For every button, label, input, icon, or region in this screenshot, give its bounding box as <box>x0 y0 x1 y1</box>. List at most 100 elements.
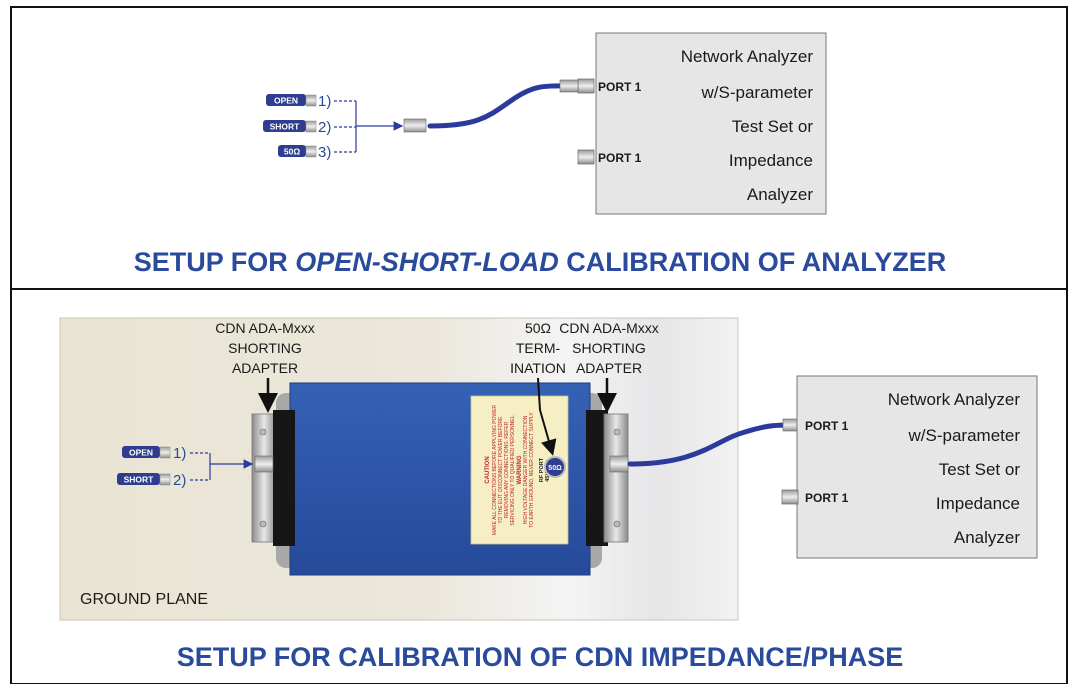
bottom-port-2: PORT 1 <box>781 489 849 505</box>
bottom-port-2-label: PORT 1 <box>805 491 849 505</box>
bottom-standard-2-connector-icon <box>159 473 171 486</box>
termination-label-line-3: INATION <box>510 360 566 376</box>
top-cable-plug-left-icon <box>403 118 427 133</box>
top-bracket <box>334 100 404 153</box>
bottom-standard-2-tag-text: SHORT <box>124 475 155 485</box>
top-analyzer-line-4: Impedance <box>729 151 813 170</box>
bottom-cable <box>627 422 800 467</box>
top-cable <box>427 83 578 129</box>
top-standard-3-tag <box>278 145 306 157</box>
top-standard-1-tag <box>266 94 306 106</box>
bottom-analyzer-box <box>796 375 1038 559</box>
top-standard-2: SHORT 2) <box>263 119 331 136</box>
top-cable-plug-right-icon <box>559 79 579 93</box>
bottom-panel: GROUND PLANE CAUTION MAKE ALL CONNECTION… <box>59 317 1038 672</box>
bottom-bracket <box>190 452 254 481</box>
top-standard-2-connector-icon <box>305 120 317 133</box>
termination-badge-text: 50Ω <box>548 465 562 472</box>
right-adapter-screw-bottom-icon <box>613 520 621 528</box>
top-analyzer-box <box>595 32 827 215</box>
top-standard-3-tag-text: 50Ω <box>284 147 300 157</box>
right-adapter-label-line-3: ADAPTER <box>576 360 642 376</box>
left-adapter-label: CDN ADA-Mxxx SHORTING ADAPTER <box>215 320 315 376</box>
top-analyzer-text: Network Analyzer w/S-parameter Test Set … <box>681 47 814 204</box>
bottom-analyzer-line-1: Network Analyzer <box>888 390 1021 409</box>
bottom-standard-2: SHORT 2) <box>117 472 186 489</box>
top-standard-2-tag-text: SHORT <box>270 122 301 132</box>
termination-arrow <box>537 377 557 456</box>
right-adapter-label-line-1: CDN ADA-Mxxx <box>559 320 659 336</box>
cdn-warning-title: WARNING <box>517 455 523 484</box>
top-standard-1-connector-icon <box>305 94 317 107</box>
cdn-label-text: CAUTION MAKE ALL CONNECTIONS BEFORE APPL… <box>485 404 551 535</box>
right-adapter-block <box>586 410 608 546</box>
left-adapter-label-line-2: SHORTING <box>228 340 302 356</box>
top-caption-c: CALIBRATION OF ANALYZER <box>559 247 947 277</box>
bottom-standard-1-tag-text: OPEN <box>129 448 153 458</box>
bottom-standard-1-tag <box>122 446 160 458</box>
termination-label: 50Ω TERM- INATION <box>510 320 566 376</box>
top-panel: Network Analyzer w/S-parameter Test Set … <box>134 32 947 277</box>
outer-frame <box>10 6 1068 684</box>
left-adapter-label-line-1: CDN ADA-Mxxx <box>215 320 315 336</box>
top-standard-1: OPEN 1) <box>266 93 331 110</box>
top-caption-b: OPEN-SHORT-LOAD <box>295 247 559 277</box>
bottom-standard-1-num: 1) <box>173 445 186 462</box>
top-port-1: PORT 1 <box>577 78 642 94</box>
top-standard-1-tag-text: OPEN <box>274 96 298 106</box>
right-adapter-screw-top-icon <box>613 428 621 436</box>
top-standard-3-num: 3) <box>318 144 331 161</box>
top-caption: SETUP FOR OPEN-SHORT-LOAD CALIBRATION OF… <box>134 247 947 277</box>
bottom-analyzer-line-5: Analyzer <box>954 528 1020 547</box>
left-adapter-screw-top-icon <box>259 428 267 436</box>
top-port-1-label: PORT 1 <box>598 80 642 94</box>
bottom-standard-2-num: 2) <box>173 472 186 489</box>
top-analyzer-line-5: Analyzer <box>747 185 813 204</box>
cdn-caution-line-3: REMOVING ANY CONNECTIONS. REFER <box>504 421 510 518</box>
cdn-caution-line-4: SERVICING ONLY TO QUALIFIED PERSONNEL. <box>510 414 516 526</box>
bottom-analyzer-text: Network Analyzer w/S-parameter Test Set … <box>888 390 1021 547</box>
cdn-rf-port-line-1: RF PORT <box>539 457 545 482</box>
left-adapter-port-icon <box>254 455 274 473</box>
bottom-port-1-label: PORT 1 <box>805 419 849 433</box>
top-standard-1-num: 1) <box>318 93 331 110</box>
right-adapter-port-icon <box>609 455 629 473</box>
bottom-caption: SETUP FOR CALIBRATION OF CDN IMPEDANCE/P… <box>177 642 904 672</box>
left-adapter-screw-bottom-icon <box>259 520 267 528</box>
bottom-analyzer-line-2: w/S-parameter <box>908 426 1021 445</box>
bottom-standard-1: OPEN 1) <box>122 445 186 462</box>
top-port-2-label: PORT 1 <box>598 151 642 165</box>
top-port-2-connector-icon <box>577 149 595 165</box>
left-adapter-block <box>273 410 295 546</box>
bottom-port-2-connector-icon <box>781 489 799 505</box>
termination-badge <box>544 456 566 478</box>
cdn-device: CAUTION MAKE ALL CONNECTIONS BEFORE APPL… <box>251 382 629 576</box>
cdn-caution-line-1: MAKE ALL CONNECTIONS BEFORE APPLYING POW… <box>492 404 498 535</box>
top-standard-2-num: 2) <box>318 119 331 136</box>
top-analyzer-line-2: w/S-parameter <box>701 83 814 102</box>
termination-label-line-1: 50Ω <box>525 320 551 336</box>
bottom-analyzer-line-3: Test Set or <box>939 460 1021 479</box>
top-standard-3-connector-icon <box>305 145 317 158</box>
bottom-port-1: PORT 1 <box>805 419 849 433</box>
top-port-2: PORT 1 <box>577 149 642 165</box>
ground-plane-label: GROUND PLANE <box>80 591 208 608</box>
cdn-caution-title: CAUTION <box>485 456 491 483</box>
top-standard-3: 50Ω 3) <box>278 144 331 161</box>
right-adapter-label: CDN ADA-Mxxx SHORTING ADAPTER <box>559 320 659 376</box>
bottom-standard-1-connector-icon <box>159 446 171 459</box>
bottom-standard-2-tag <box>117 473 160 485</box>
left-adapter-label-line-3: ADAPTER <box>232 360 298 376</box>
right-adapter-plate <box>603 413 629 543</box>
termination-label-line-2: TERM- <box>516 340 561 356</box>
cdn-caution-line-2: TO THE EUT. DISCONNECT POWER BEFORE <box>498 416 504 524</box>
top-standard-2-tag <box>263 120 306 132</box>
bottom-analyzer-line-4: Impedance <box>936 494 1020 513</box>
top-caption-a: SETUP FOR <box>134 247 296 277</box>
top-analyzer-line-1: Network Analyzer <box>681 47 814 66</box>
right-adapter-label-line-2: SHORTING <box>572 340 646 356</box>
top-port-1-connector-icon <box>577 78 595 94</box>
cdn-warning-line-1: HIGH VOLTAGE DANGER WITH CONNECTION <box>523 415 529 524</box>
top-analyzer-line-3: Test Set or <box>732 117 814 136</box>
